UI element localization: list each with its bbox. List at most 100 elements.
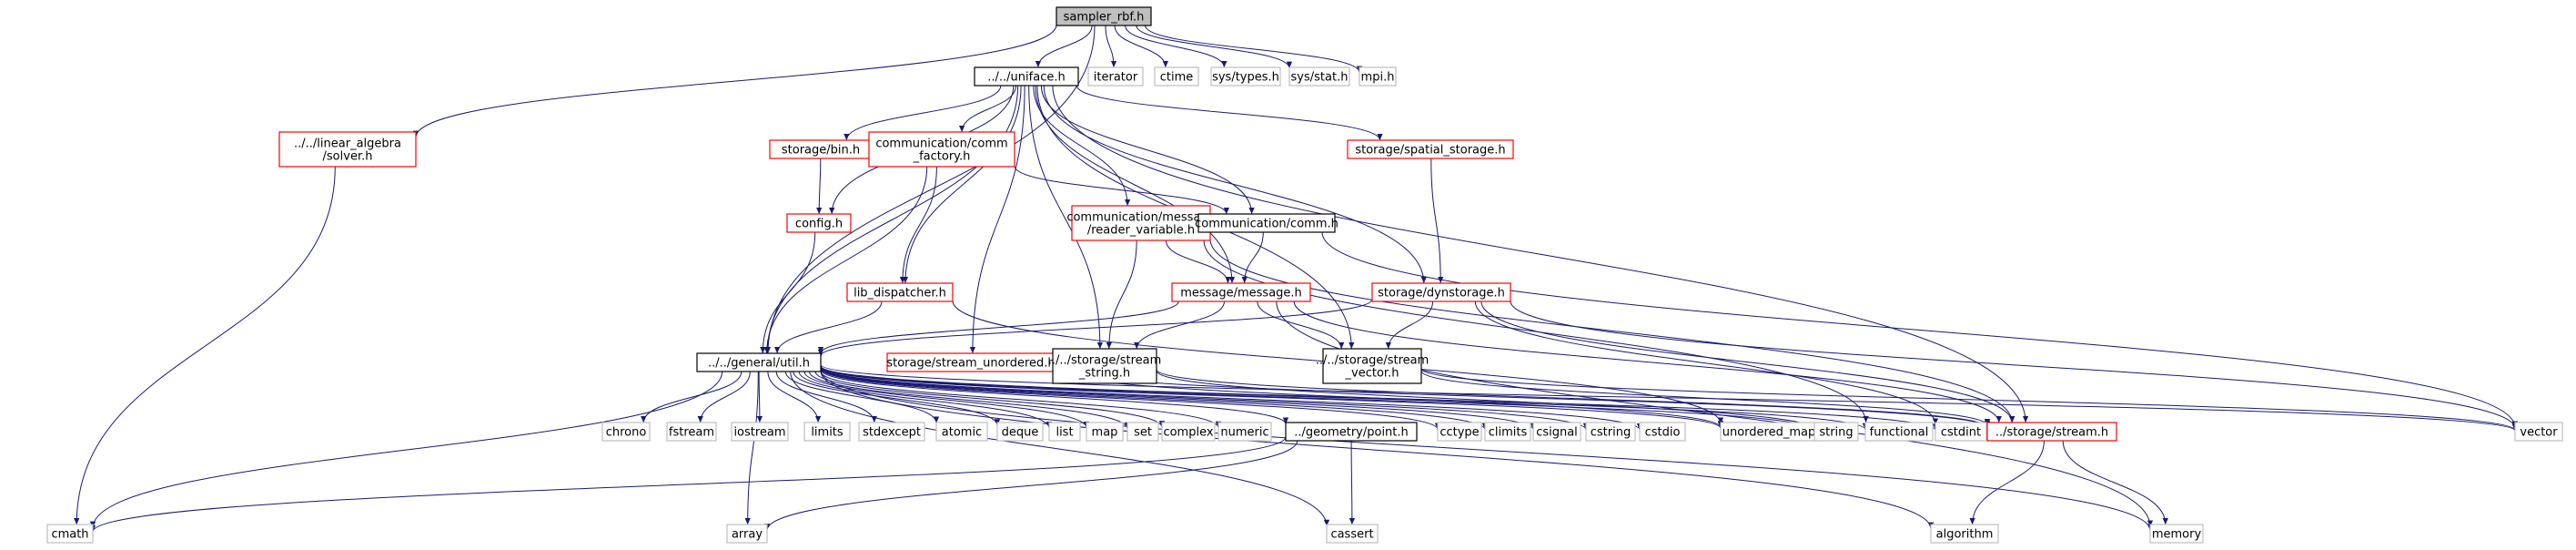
node-array[interactable]: array — [726, 524, 768, 544]
node-bin[interactable]: storage/bin.h — [769, 139, 873, 159]
node-label-climits: climits — [1489, 426, 1528, 440]
edge-point-to-array — [763, 440, 1298, 531]
node-box-functional — [1864, 422, 1934, 442]
node-box-iterator — [1087, 66, 1144, 87]
node-mpi[interactable]: mpi.h — [1359, 66, 1397, 87]
node-list[interactable]: list — [1048, 422, 1081, 442]
node-cctype[interactable]: cctype — [1437, 422, 1482, 442]
node-stdexcept[interactable]: stdexcept — [858, 422, 925, 442]
node-climits[interactable]: climits — [1484, 422, 1531, 442]
node-chrono[interactable]: chrono — [601, 422, 651, 442]
node-label-deque: deque — [1002, 426, 1039, 440]
node-libdisp[interactable]: lib_dispatcher.h — [846, 282, 954, 302]
node-set[interactable]: set — [1126, 422, 1159, 442]
node-label-vector: vector — [2520, 426, 2558, 440]
node-systypes[interactable]: sys/types.h — [1210, 66, 1281, 87]
node-comm[interactable]: communication/comm.h — [1195, 213, 1339, 233]
node-label-functional: functional — [1870, 426, 1929, 440]
node-iostream[interactable]: iostream — [731, 422, 789, 442]
node-label-uniface: ../../uniface.h — [987, 71, 1065, 85]
node-box-readervar — [1071, 205, 1211, 241]
node-label-fstream: fstream — [669, 426, 714, 440]
node-deque[interactable]: deque — [996, 422, 1044, 442]
node-box-uniface — [974, 66, 1079, 87]
edge-sampler_rbf-to-sysstat — [1136, 25, 1293, 68]
node-point[interactable]: ../geometry/point.h — [1285, 422, 1418, 442]
node-label-solver-line2: /solver.h — [323, 150, 373, 164]
node-cstdint[interactable]: cstdint — [1935, 422, 1987, 442]
edge-util-to-cctype — [820, 368, 1441, 430]
node-label-stdexcept: stdexcept — [863, 426, 921, 440]
node-stream[interactable]: ../storage/stream.h — [1986, 422, 2117, 442]
node-label-dynstorage: storage/dynstorage.h — [1378, 287, 1505, 300]
node-box-config — [786, 213, 852, 233]
edge-point-to-cassert — [1349, 440, 1356, 525]
edge-libdisp-to-util — [773, 300, 883, 354]
edge-uniface-to-commfactory — [958, 85, 1016, 133]
edge-spatial-to-dynstorage — [1430, 158, 1444, 284]
node-message[interactable]: message/message.h — [1171, 282, 1311, 302]
node-label-cassert: cassert — [1330, 528, 1373, 542]
edge-sampler_rbf-to-solver — [412, 25, 1057, 138]
node-string[interactable]: string — [1813, 422, 1859, 442]
edge-util-to-fstream — [697, 371, 751, 423]
node-iterator[interactable]: iterator — [1087, 66, 1144, 87]
node-algorithm[interactable]: algorithm — [1930, 524, 1999, 544]
nodes-layer: sampler_rbf.h ../../uniface.h iterator ctim… — [46, 6, 2563, 544]
node-cmath[interactable]: cmath — [46, 524, 94, 544]
node-uniface[interactable]: ../../uniface.h — [974, 66, 1079, 87]
node-cassert[interactable]: cassert — [1326, 524, 1379, 544]
node-sampler_rbf[interactable]: sampler_rbf.h — [1056, 6, 1152, 26]
node-solver[interactable]: ../../linear_algebra/solver.h — [278, 131, 417, 168]
edge-uniface-to-libdisp — [902, 85, 1022, 284]
node-label-complex: complex — [1163, 426, 1213, 440]
node-spatial[interactable]: storage/spatial_storage.h — [1347, 139, 1514, 159]
edge-bin-to-config — [816, 158, 823, 215]
node-label-streamvector-line2: _vector.h — [1345, 367, 1399, 381]
node-memory[interactable]: memory — [2149, 524, 2204, 544]
node-label-algorithm: algorithm — [1936, 528, 1994, 542]
node-map[interactable]: map — [1086, 422, 1124, 442]
node-vector[interactable]: vector — [2514, 422, 2563, 442]
node-box-stdexcept — [858, 422, 925, 442]
node-label-unordered_map: unordered_map — [1722, 426, 1816, 440]
node-util[interactable]: ../../general/util.h — [696, 352, 822, 372]
node-box-spatial — [1347, 139, 1514, 159]
node-streamstring[interactable]: ../../storage/stream_string.h — [1048, 348, 1162, 384]
node-cstring[interactable]: cstring — [1585, 422, 1636, 442]
node-label-point: ../geometry/point.h — [1294, 426, 1409, 440]
node-complex[interactable]: complex — [1161, 422, 1216, 442]
node-box-set — [1126, 422, 1159, 442]
node-functional[interactable]: functional — [1864, 422, 1934, 442]
node-commfactory[interactable]: communication/comm_factory.h — [868, 131, 1015, 168]
edge-commfactory-to-util — [763, 166, 928, 354]
node-cstdio[interactable]: cstdio — [1639, 422, 1686, 442]
node-numeric[interactable]: numeric — [1217, 422, 1272, 442]
edge-uniface-to-dynstorage — [1043, 85, 1427, 284]
edge-util-to-functional — [820, 365, 1868, 431]
node-box-vector — [2514, 422, 2563, 442]
node-fstream[interactable]: fstream — [666, 422, 717, 442]
node-label-streamvector-line1: ../../storage/stream — [1316, 354, 1429, 368]
node-limits[interactable]: limits — [803, 422, 851, 442]
edge-comm-to-vector — [1321, 231, 2519, 428]
edge-uniface-to-streamstring — [1028, 85, 1104, 350]
edge-util-to-csignal — [820, 367, 1537, 431]
node-streamunord[interactable]: storage/stream_unordered.h — [886, 352, 1056, 372]
edge-commfactory-to-comm — [1014, 166, 1230, 215]
edge-sampler_rbf-to-uniface — [1035, 25, 1093, 68]
node-readervar[interactable]: communication/message/reader_variable.h — [1066, 205, 1216, 241]
node-ctime[interactable]: ctime — [1154, 66, 1199, 87]
node-streamvector[interactable]: ../../storage/stream_vector.h — [1316, 348, 1429, 384]
node-box-cstdint — [1935, 422, 1987, 442]
node-atomic[interactable]: atomic — [935, 422, 988, 442]
node-box-streamvector — [1322, 348, 1422, 384]
node-unordered_map[interactable]: unordered_map — [1720, 422, 1818, 442]
node-config[interactable]: config.h — [786, 213, 852, 233]
node-box-util — [696, 352, 822, 372]
node-label-map: map — [1092, 426, 1118, 440]
node-box-point — [1285, 422, 1418, 442]
node-csignal[interactable]: csignal — [1532, 422, 1581, 442]
node-dynstorage[interactable]: storage/dynstorage.h — [1371, 282, 1511, 302]
node-sysstat[interactable]: sys/stat.h — [1288, 66, 1350, 87]
